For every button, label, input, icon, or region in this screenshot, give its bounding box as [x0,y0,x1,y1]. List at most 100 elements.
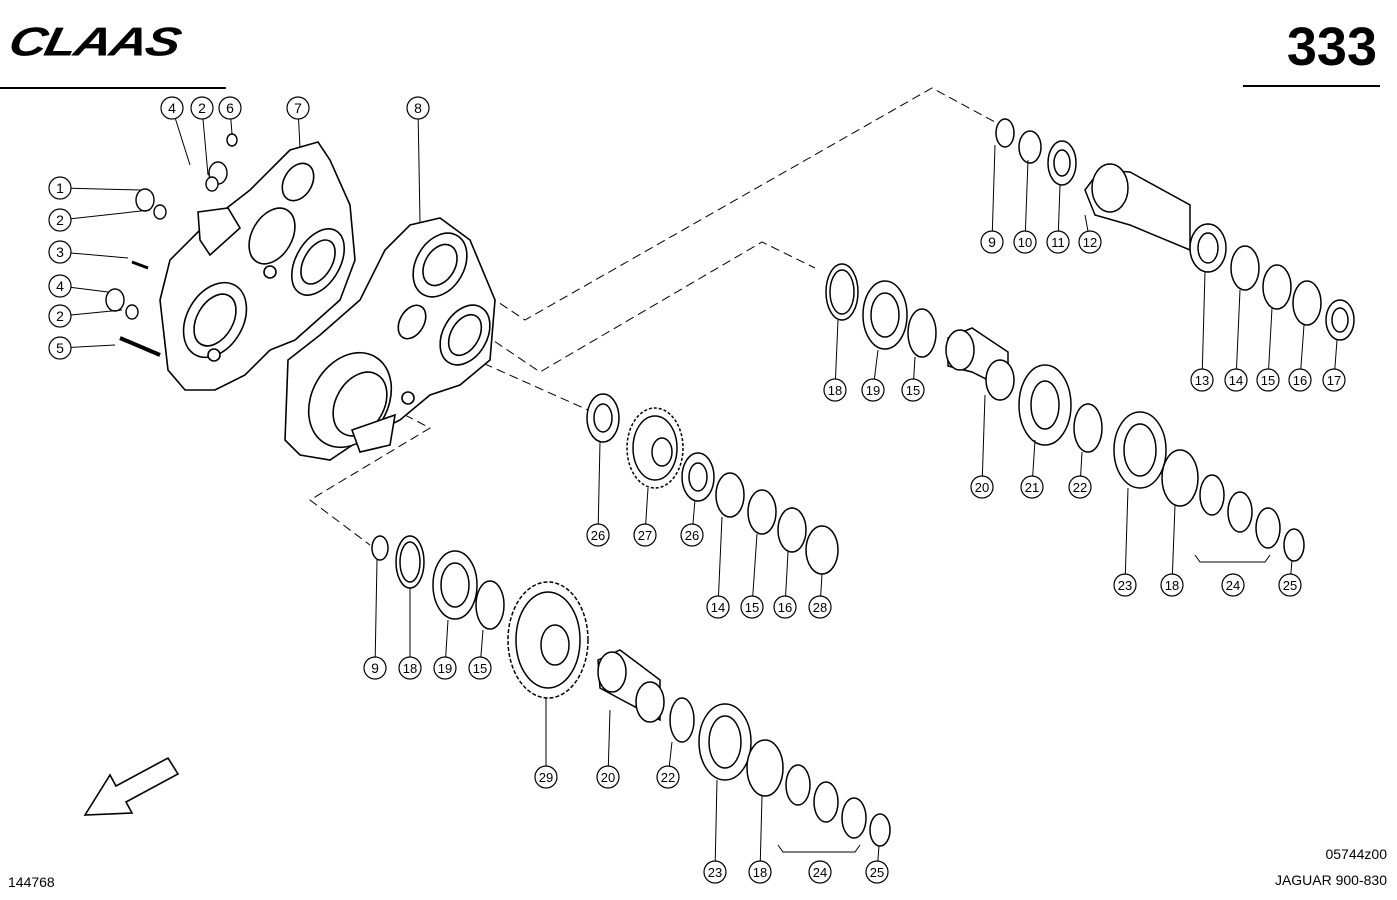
callout-number: 6 [226,100,234,116]
callout-number: 10 [1018,235,1032,250]
callout-circle [218,96,242,120]
callout-2: 2 [48,208,72,232]
axis-line-top [464,87,996,321]
callout-9: 9 [363,656,387,680]
callout-number: 7 [294,100,302,116]
callout-circle [1078,230,1102,254]
callout-2: 2 [48,304,72,328]
left-fasteners [105,133,238,357]
callout-17: 17 [1322,368,1346,392]
callout-circle [1013,230,1037,254]
leader-line [1080,451,1083,477]
callout-number: 13 [1195,373,1209,388]
callout-circle [1113,573,1137,597]
callout-number: 24 [1226,578,1240,593]
leader-line [1300,324,1305,370]
callout-number: 9 [371,660,379,676]
callout-circle [586,523,610,547]
leader-line [1024,159,1029,232]
callout-circle [808,595,832,619]
callout-circle [468,656,492,680]
leader-line [981,394,986,477]
callout-18: 18 [398,656,422,680]
callout-19: 19 [433,656,457,680]
callout-number: 20 [975,480,989,495]
callout-18: 18 [748,860,772,884]
callout-number: 18 [828,383,842,398]
callout-number: 15 [745,600,759,615]
callout-circle [363,656,387,680]
callout-circle [1190,368,1214,392]
leader-line [1290,559,1293,575]
model-name: JAGUAR 900-830 [1274,872,1387,888]
callout-circle [1068,475,1092,499]
leader-line [70,209,151,220]
callout-number: 19 [438,661,452,676]
callout-number: 20 [601,770,615,785]
leader-line [1268,307,1273,370]
callout-number: 18 [1165,578,1179,593]
idler-gear-group [586,393,839,575]
callout-circle [534,765,558,789]
axis-line-middle [459,241,816,373]
callout-circle [865,860,889,884]
leader-line [668,741,673,767]
leader-line [230,118,233,135]
document-number: 144768 [8,874,55,890]
middle-shaft-group [825,263,1305,563]
leader-line [417,118,421,223]
leader-line [692,499,696,525]
callout-number: 4 [56,278,64,294]
leader-line [298,118,301,149]
callout-circle [808,860,832,884]
callout-3: 3 [48,240,72,264]
leader-line [714,779,718,862]
callout-number: 14 [711,600,725,615]
leader-line [1124,487,1129,575]
page-number: 333 [1286,17,1377,77]
callout-number: 16 [778,600,792,615]
callout-circle [1160,573,1184,597]
leader-line [607,709,611,767]
callout-28: 28 [808,595,832,619]
callout-8: 8 [406,96,430,120]
callout-number: 23 [1118,578,1132,593]
callout-22: 22 [656,765,680,789]
callout-number: 2 [56,308,64,324]
callout-number: 4 [168,100,176,116]
callout-26: 26 [586,523,610,547]
callout-circle [406,96,430,120]
callout-circle [48,274,72,298]
callout-25: 25 [865,860,889,884]
leader-line [717,516,723,597]
leader-line [834,319,839,380]
callout-14: 14 [706,595,730,619]
callout-29: 29 [534,765,558,789]
callout-circle [160,96,184,120]
callout-circle [748,860,772,884]
callout-15: 15 [468,656,492,680]
leader-line [202,118,209,176]
callout-number: 8 [414,100,422,116]
callout-4: 4 [48,274,72,298]
callout-number: 15 [1261,373,1275,388]
callout-7: 7 [286,96,310,120]
callout-number: 22 [1073,480,1087,495]
leader-line [645,487,649,525]
callout-1: 1 [48,176,72,200]
callout-circle [596,765,620,789]
callout-5: 5 [48,336,72,360]
callout-number: 11 [1051,235,1065,250]
callout-number: 5 [56,340,64,356]
callout-circle [48,336,72,360]
callout-circle [48,304,72,328]
callout-6: 6 [218,96,242,120]
leader-line [991,144,996,232]
callout-25: 25 [1278,573,1302,597]
callout-14: 14 [1224,368,1248,392]
leader-line [1334,339,1338,370]
leader-line [597,441,601,525]
leader-line [480,629,484,658]
housing-cover [159,141,356,391]
